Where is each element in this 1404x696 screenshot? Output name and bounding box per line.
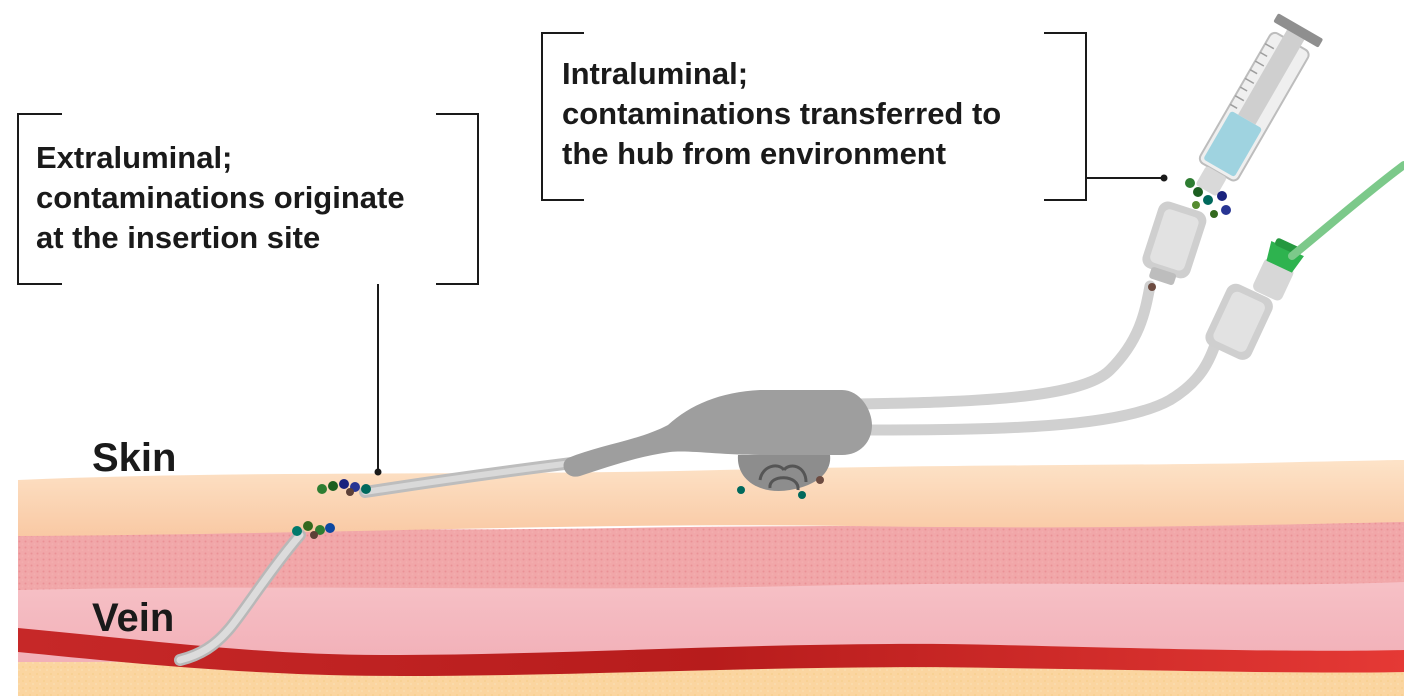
- vein-label: Vein: [92, 596, 174, 641]
- intraluminal-callout: Intraluminal; contaminations transferred…: [562, 54, 1062, 184]
- extraluminal-line-1: Extraluminal;: [36, 138, 405, 178]
- extraluminal-text: Extraluminal; contaminations originate a…: [36, 138, 405, 258]
- extension-tube-upper: [860, 286, 1150, 404]
- intraluminal-pointer-dot: [1161, 175, 1168, 182]
- extraluminal-pointer-dot: [375, 469, 382, 476]
- upper-connector: [1137, 199, 1209, 290]
- iv-line: [1292, 165, 1404, 256]
- skin-layer: [18, 460, 1404, 536]
- skin-label: Skin: [92, 436, 176, 481]
- extension-tube-lower: [860, 336, 1218, 430]
- intraluminal-line-2: contaminations transferred to: [562, 94, 1001, 134]
- extraluminal-callout: Extraluminal; contaminations originate a…: [36, 138, 466, 268]
- extraluminal-line-2: contaminations originate: [36, 178, 405, 218]
- intraluminal-line-3: the hub from environment: [562, 134, 1001, 174]
- intraluminal-text: Intraluminal; contaminations transferred…: [562, 54, 1001, 174]
- syringe: [1183, 13, 1323, 204]
- extraluminal-line-3: at the insertion site: [36, 218, 405, 258]
- intraluminal-line-1: Intraluminal;: [562, 54, 1001, 94]
- tissue-layers: [18, 460, 1404, 696]
